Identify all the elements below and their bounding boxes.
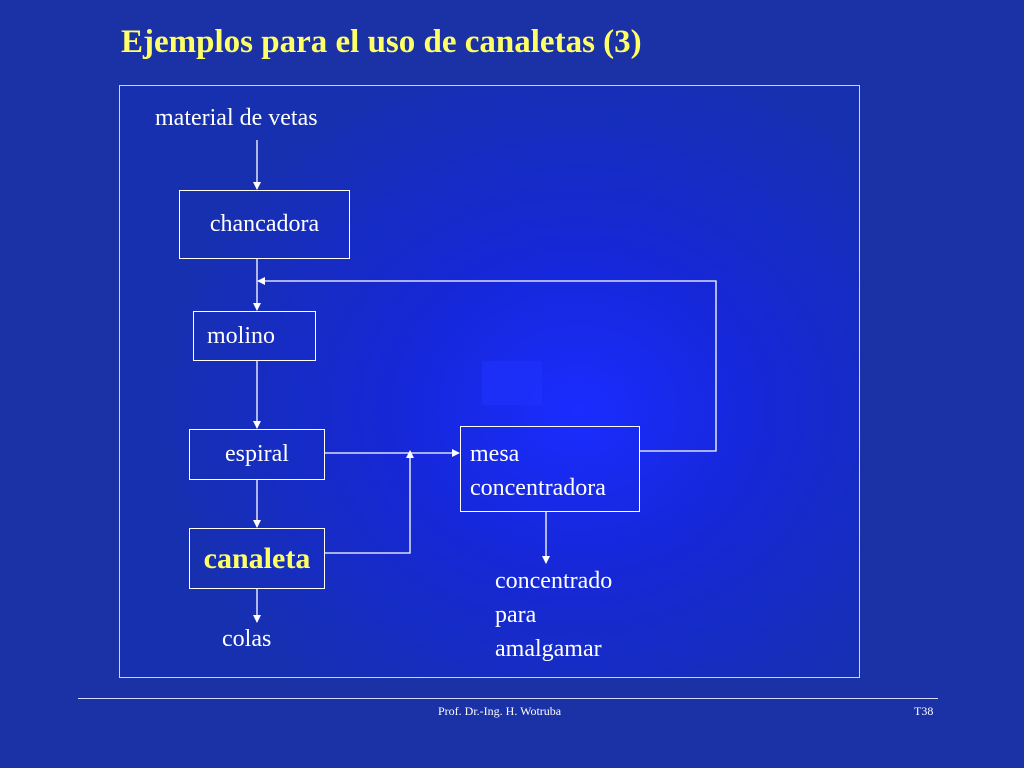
footer-author: Prof. Dr.-Ing. H. Wotruba bbox=[438, 704, 562, 718]
node-espiral: espiral bbox=[189, 429, 325, 480]
node-chancadora: chancadora bbox=[179, 190, 350, 259]
node-mesa-line-1: mesa bbox=[470, 441, 520, 467]
footer-divider bbox=[78, 698, 938, 699]
node-mesa-line-2: concentradora bbox=[470, 475, 606, 501]
decorative-square bbox=[482, 361, 542, 405]
output-colas: colas bbox=[222, 626, 272, 652]
output-concentrado: concentrado para amalgamar bbox=[495, 564, 612, 666]
edge-canaleta-to-mesa bbox=[324, 450, 414, 554]
node-mesa-concentradora: mesa concentradora bbox=[460, 426, 640, 512]
output-concentrado-line-3: amalgamar bbox=[495, 636, 602, 662]
footer-slide-number: T38 bbox=[914, 704, 934, 718]
input-label: material de vetas bbox=[155, 105, 318, 131]
output-concentrado-line-1: concentrado bbox=[495, 568, 613, 594]
output-concentrado-line-2: para bbox=[495, 602, 537, 628]
slide-title: Ejemplos para el uso de canaletas (3) bbox=[121, 24, 642, 60]
node-canaleta: canaleta bbox=[189, 528, 325, 589]
node-molino: molino bbox=[193, 311, 316, 361]
edge-mesa-recycle-to-molino bbox=[257, 277, 717, 452]
